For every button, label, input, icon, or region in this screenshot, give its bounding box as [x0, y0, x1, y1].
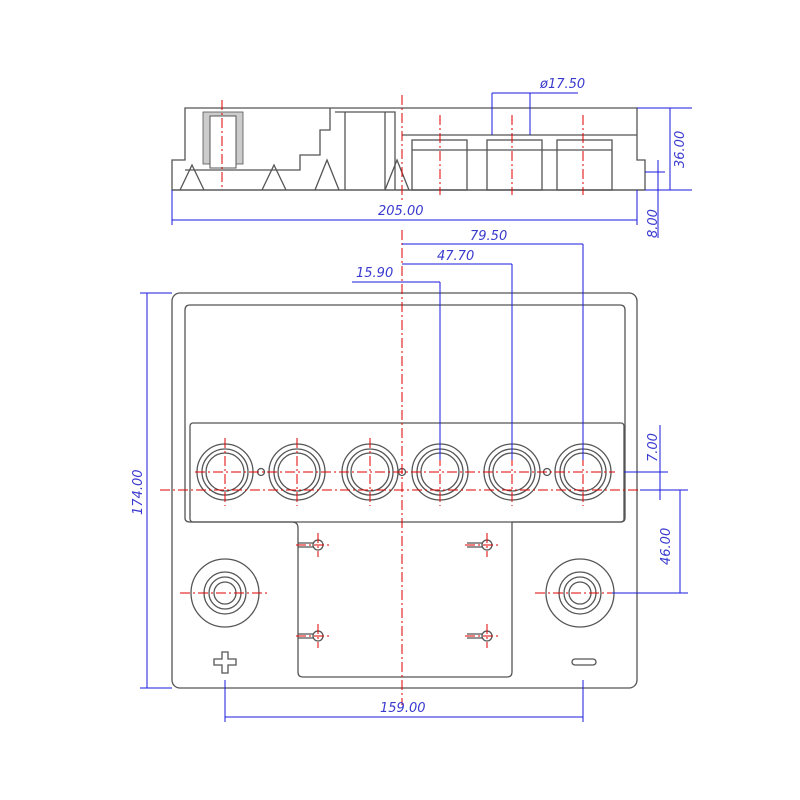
minus-symbol — [571, 658, 597, 666]
vent-hole — [296, 624, 330, 648]
offset-far-label: 79.50 — [470, 229, 507, 244]
width-label: 174.00 — [131, 470, 146, 516]
side-view — [171, 95, 646, 200]
plus-symbol — [213, 651, 237, 674]
offset-near-label: 15.90 — [356, 266, 393, 281]
cell-openings — [196, 438, 612, 506]
overall-length-label: 205.00 — [378, 204, 424, 219]
side-dimensions: ø17.50 205.00 36.00 8.00 — [171, 77, 692, 238]
cell-offset-label: 7.00 — [646, 433, 661, 462]
offset-mid-label: 47.70 — [437, 249, 474, 264]
diameter-label: ø17.50 — [539, 77, 585, 92]
vent-hole — [465, 624, 499, 648]
height-label: 36.00 — [673, 131, 688, 168]
terminal-spacing-label: 159.00 — [380, 701, 426, 716]
terminal-offset-label: 46.00 — [659, 528, 674, 565]
vent-hole — [465, 533, 499, 557]
vent-hole — [296, 533, 330, 557]
plan-view — [160, 230, 645, 705]
plan-dimensions: 79.50 47.70 15.90 174.00 7.00 46.00 159.… — [131, 229, 688, 722]
foot-height-label: 8.00 — [646, 209, 661, 238]
